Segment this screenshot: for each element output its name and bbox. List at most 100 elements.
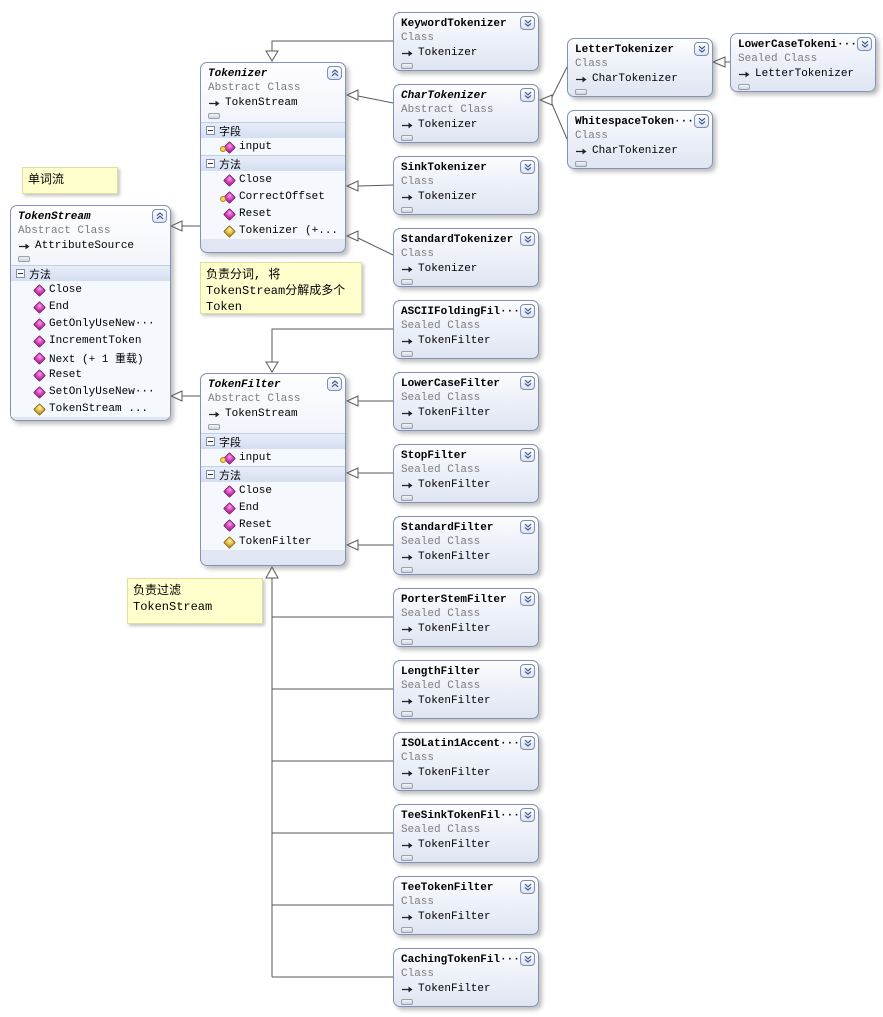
member-row[interactable]: input: [201, 449, 345, 466]
member-name: input: [239, 140, 273, 153]
compartments-collapsed-icon: [738, 84, 750, 90]
class-box-lengthfilter[interactable]: LengthFilter Sealed Class TokenFilter: [393, 660, 539, 719]
class-box-lowercasefilter[interactable]: LowerCaseFilter Sealed Class TokenFilter: [393, 372, 539, 431]
class-title: LengthFilter: [401, 666, 481, 678]
section-header-methods[interactable]: 方法: [201, 466, 345, 483]
note-text: 负责过滤TokenStream: [133, 584, 213, 615]
class-box-standardfilter[interactable]: StandardFilter Sealed Class TokenFilter: [393, 516, 539, 575]
section-header-fields[interactable]: 字段: [201, 433, 345, 450]
expand-chevron-icon[interactable]: [694, 114, 709, 128]
compartments-collapsed-icon: [401, 495, 413, 501]
inherits-arrow-icon: [19, 243, 30, 249]
member-row[interactable]: GetOnlyUseNew···: [11, 315, 170, 332]
member-row[interactable]: Close: [11, 281, 170, 298]
member-name: input: [239, 451, 273, 464]
class-box-teesinktokenfilter[interactable]: TeeSinkTokenFil··· Sealed Class TokenFil…: [393, 804, 539, 863]
expand-chevron-icon[interactable]: [520, 736, 535, 750]
class-box-lowercasetokenizer[interactable]: LowerCaseTokeni··· Sealed Class LetterTo…: [730, 33, 876, 92]
expand-chevron-icon[interactable]: [520, 88, 535, 102]
collapse-section-icon[interactable]: [206, 437, 215, 446]
member-row[interactable]: TokenFilter: [201, 533, 345, 550]
member-row[interactable]: Reset: [201, 516, 345, 533]
class-title: TokenStream: [18, 211, 91, 223]
collapse-chevron-icon[interactable]: [152, 209, 167, 223]
member-row[interactable]: Close: [201, 482, 345, 499]
member-name: TokenStream ...: [49, 402, 149, 415]
class-box-tokenfilter[interactable]: TokenFilter Abstract Class TokenStream 字…: [200, 373, 346, 566]
collapse-section-icon[interactable]: [206, 159, 215, 168]
member-row[interactable]: Tokenizer (+...: [201, 222, 345, 239]
expand-chevron-icon[interactable]: [520, 880, 535, 894]
class-title: StandardFilter: [401, 522, 494, 534]
section-header-fields[interactable]: 字段: [201, 122, 345, 139]
collapse-chevron-icon[interactable]: [327, 66, 342, 80]
base-class-name: TokenStream: [225, 97, 298, 109]
class-box-keywordtokenizer[interactable]: KeywordTokenizer Class Tokenizer: [393, 12, 539, 71]
expand-chevron-icon[interactable]: [520, 232, 535, 246]
member-row[interactable]: SetOnlyUseNew···: [11, 383, 170, 400]
class-box-tokenstream[interactable]: TokenStream Abstract Class AttributeSour…: [10, 205, 171, 421]
method-icon: [223, 502, 234, 513]
class-box-cachingtokenfilter[interactable]: CachingTokenFil··· Class TokenFilter: [393, 948, 539, 1007]
expand-chevron-icon[interactable]: [520, 160, 535, 174]
section-header-methods[interactable]: 方法: [201, 155, 345, 172]
class-box-chartokenizer[interactable]: CharTokenizer Abstract Class Tokenizer: [393, 84, 539, 143]
class-box-teetokenfilter[interactable]: TeeTokenFilter Class TokenFilter: [393, 876, 539, 935]
member-row[interactable]: CorrectOffset: [201, 188, 345, 205]
note-filter-responsibility[interactable]: 负责过滤TokenStream: [127, 578, 263, 624]
note-tokenize-responsibility[interactable]: 负责分词, 将TokenStream分解成多个Token: [200, 262, 362, 314]
expand-chevron-icon[interactable]: [520, 952, 535, 966]
member-row[interactable]: IncrementToken: [11, 332, 170, 349]
member-row[interactable]: Next (+ 1 重载): [11, 349, 170, 366]
class-box-isolatin1accentfilter[interactable]: ISOLatin1Accent··· Class TokenFilter: [393, 732, 539, 791]
expand-chevron-icon[interactable]: [520, 16, 535, 30]
members-list: Close End GetOnlyUseNew··· IncrementToke…: [11, 281, 170, 417]
collapse-section-icon[interactable]: [206, 126, 215, 135]
note-wordstream[interactable]: 单词流: [22, 167, 118, 194]
expand-chevron-icon[interactable]: [520, 520, 535, 534]
class-box-stopfilter[interactable]: StopFilter Sealed Class TokenFilter: [393, 444, 539, 503]
member-row[interactable]: Reset: [201, 205, 345, 222]
expand-chevron-icon[interactable]: [520, 376, 535, 390]
inherits-arrow-icon: [402, 770, 413, 776]
class-box-standardtokenizer[interactable]: StandardTokenizer Class Tokenizer: [393, 228, 539, 287]
base-type-row: TokenFilter: [394, 333, 538, 348]
expand-chevron-icon[interactable]: [520, 448, 535, 462]
inherits-arrow-icon: [402, 842, 413, 848]
member-row[interactable]: input: [201, 138, 345, 155]
class-box-sinktokenizer[interactable]: SinkTokenizer Class Tokenizer: [393, 156, 539, 215]
class-kind: Abstract Class: [401, 104, 494, 116]
method-icon: [33, 301, 44, 312]
expand-chevron-icon[interactable]: [520, 808, 535, 822]
collapse-section-icon[interactable]: [206, 470, 215, 479]
base-class-name: TokenFilter: [418, 767, 491, 779]
expand-chevron-icon[interactable]: [857, 37, 872, 51]
member-row[interactable]: End: [11, 298, 170, 315]
expand-chevron-icon[interactable]: [694, 42, 709, 56]
base-class-name: Tokenizer: [418, 191, 478, 203]
base-class-name: Tokenizer: [418, 119, 478, 131]
class-kind: Class: [401, 896, 435, 908]
class-box-tokenizer[interactable]: Tokenizer Abstract Class TokenStream 字段 …: [200, 62, 346, 253]
member-row[interactable]: End: [201, 499, 345, 516]
constructor-icon: [223, 225, 234, 236]
class-box-whitespacetokenizer[interactable]: WhitespaceToken··· Class CharTokenizer: [567, 110, 713, 169]
base-class-name: TokenFilter: [418, 695, 491, 707]
member-row[interactable]: Close: [201, 171, 345, 188]
section-header-methods[interactable]: 方法: [11, 265, 170, 282]
member-row[interactable]: TokenStream ...: [11, 400, 170, 417]
base-type-row: AttributeSource: [11, 238, 170, 253]
collapse-section-icon[interactable]: [16, 269, 25, 278]
member-row[interactable]: Reset: [11, 366, 170, 383]
class-box-asciifoldingfilter[interactable]: ASCIIFoldingFil··· Sealed Class TokenFil…: [393, 300, 539, 359]
class-box-porterstemfilter[interactable]: PorterStemFilter Sealed Class TokenFilte…: [393, 588, 539, 647]
compartments-collapsed-icon: [401, 423, 413, 429]
class-kind: Sealed Class: [401, 824, 481, 836]
expand-chevron-icon[interactable]: [520, 304, 535, 318]
collapse-chevron-icon[interactable]: [327, 377, 342, 391]
expand-chevron-icon[interactable]: [520, 592, 535, 606]
class-box-lettertokenizer[interactable]: LetterTokenizer Class CharTokenizer: [567, 38, 713, 97]
member-name: Next (+ 1 重载): [49, 353, 144, 366]
class-kind: Sealed Class: [401, 464, 481, 476]
expand-chevron-icon[interactable]: [520, 664, 535, 678]
